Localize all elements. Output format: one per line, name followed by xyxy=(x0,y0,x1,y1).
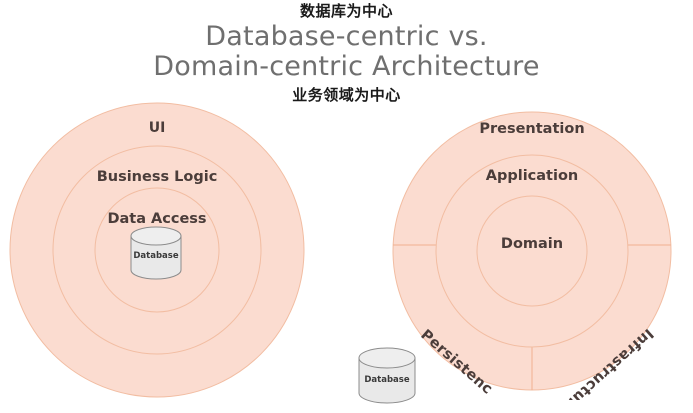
right-ring-label-application: Application xyxy=(485,168,579,184)
left-ring-label-business-logic: Business Logic xyxy=(96,169,218,185)
left-ring-label-data-access: Data Access xyxy=(107,211,207,227)
right-ring-label-domain: Domain xyxy=(500,236,564,252)
database-cylinder-bottom: Database xyxy=(358,347,416,404)
page-title-line1: Database-centric vs. xyxy=(205,21,488,52)
ring-domain xyxy=(476,195,588,307)
database-cylinder-left: Database xyxy=(130,226,182,280)
database-cylinder-left-label: Database xyxy=(133,251,178,261)
database-centric-diagram: Database xyxy=(9,102,305,398)
page-title-line2: Domain-centric Architecture xyxy=(153,51,540,82)
chinese-caption-bottom: 业务领域为中心 xyxy=(292,86,401,104)
right-ring-label-presentation: Presentation xyxy=(479,121,585,137)
chinese-caption-top: 数据库为中心 xyxy=(299,2,393,20)
page-title: Database-centric vs. Domain-centric Arch… xyxy=(0,22,693,82)
left-ring-label-ui: UI xyxy=(148,120,166,136)
domain-centric-diagram: Persistence Infrastructure xyxy=(390,100,672,400)
database-cylinder-bottom-label: Database xyxy=(364,375,409,385)
